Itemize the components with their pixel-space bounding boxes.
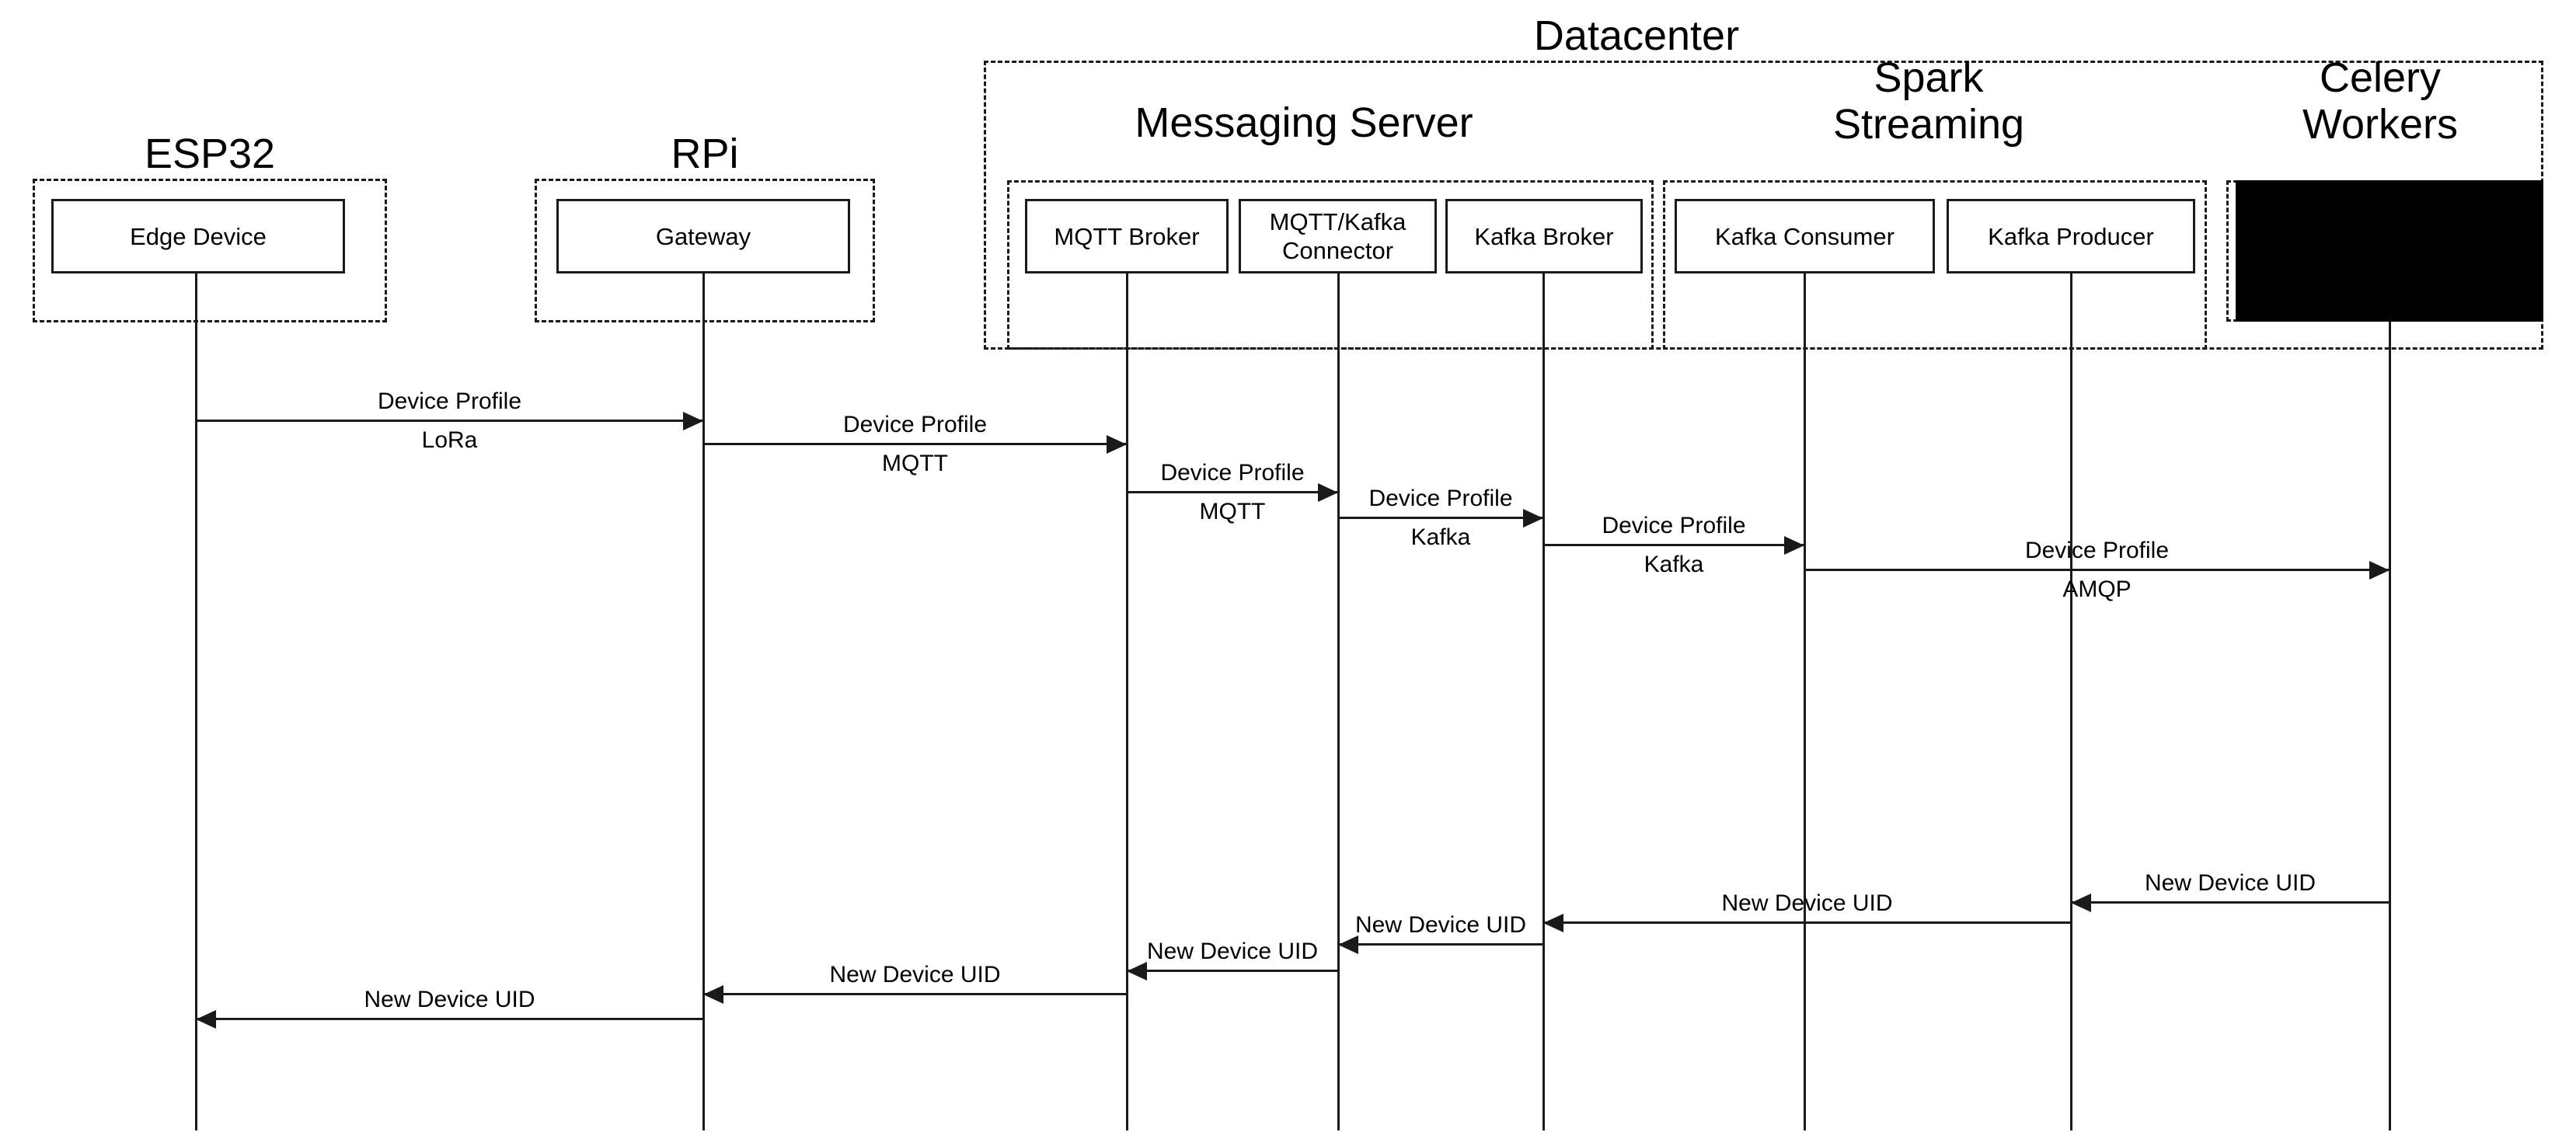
lifeline-celery-workers — [2389, 273, 2391, 1130]
lifeline-edge-device — [195, 273, 197, 1130]
participant-box-mqtt-broker[interactable]: MQTT Broker — [1025, 199, 1229, 273]
message-label-top-m6: Device Profile — [2024, 538, 2170, 563]
arrowhead-left-m12 — [196, 1010, 216, 1029]
group-frame-rpi — [535, 179, 875, 322]
lifeline-mqtt-broker — [1126, 273, 1128, 1130]
message-line-m2 — [703, 443, 1127, 445]
arrowhead-right-m6 — [2369, 561, 2390, 580]
message-line-m6 — [1804, 569, 2390, 571]
message-label-bottom-m4: Kafka — [1410, 524, 1471, 550]
group-frame-esp32 — [33, 179, 387, 322]
lifeline-kafka-consumer — [1804, 273, 1806, 1130]
message-label-top-m8: New Device UID — [1721, 890, 1893, 916]
message-line-m10 — [1127, 970, 1338, 972]
message-label-top-m10: New Device UID — [1146, 939, 1319, 964]
lifeline-kafka-broker — [1542, 273, 1545, 1130]
arrowhead-right-m4 — [1523, 509, 1543, 528]
message-label-bottom-m2: MQTT — [882, 451, 948, 476]
group-title-spark: Spark Streaming — [1832, 54, 2025, 148]
message-label-top-m4: Device Profile — [1368, 486, 1513, 511]
arrowhead-right-m2 — [1107, 435, 1127, 454]
arrowhead-left-m7 — [2071, 893, 2091, 912]
message-label-top-m12: New Device UID — [364, 987, 535, 1012]
participant-box-kafka-producer[interactable]: Kafka Producer — [1947, 199, 2195, 273]
participant-box-celery-workers[interactable] — [2236, 180, 2543, 322]
message-line-m1 — [196, 420, 703, 422]
participant-box-mqtt-kafka-connector[interactable]: MQTT/Kafka Connector — [1239, 199, 1437, 273]
message-label-top-m11: New Device UID — [829, 962, 1001, 988]
message-line-m3 — [1127, 491, 1338, 493]
arrowhead-right-m3 — [1318, 483, 1338, 502]
group-title-messaging: Messaging Server — [1135, 99, 1473, 146]
message-label-top-m2: Device Profile — [842, 412, 988, 437]
arrowhead-right-m1 — [683, 412, 703, 430]
message-label-bottom-m3: MQTT — [1199, 499, 1266, 524]
group-frame-spark — [1663, 180, 2207, 350]
arrowhead-right-m5 — [1784, 536, 1804, 555]
lifeline-mqtt-kafka-connector — [1337, 273, 1340, 1130]
group-title-datacenter: Datacenter — [1533, 12, 1740, 59]
group-frame-messaging — [1007, 180, 1654, 350]
arrowhead-left-m10 — [1127, 962, 1147, 981]
message-line-m5 — [1543, 544, 1804, 546]
message-label-top-m1: Device Profile — [377, 388, 522, 414]
message-line-m8 — [1543, 921, 2071, 924]
participant-box-gateway[interactable]: Gateway — [556, 199, 850, 273]
arrowhead-left-m9 — [1338, 935, 1358, 954]
message-label-top-m7: New Device UID — [2144, 870, 2316, 896]
message-label-top-m5: Device Profile — [1602, 513, 1746, 538]
message-label-top-m9: New Device UID — [1354, 912, 1527, 938]
message-line-m11 — [703, 993, 1127, 995]
participant-box-kafka-consumer[interactable]: Kafka Consumer — [1675, 199, 1935, 273]
lifeline-kafka-producer — [2070, 273, 2072, 1130]
message-label-bottom-m1: LoRa — [421, 427, 478, 453]
message-label-bottom-m6: AMQP — [2062, 576, 2132, 602]
participant-box-kafka-broker[interactable]: Kafka Broker — [1445, 199, 1643, 273]
arrowhead-left-m11 — [703, 985, 723, 1004]
group-title-esp32: ESP32 — [144, 131, 276, 177]
message-line-m12 — [196, 1018, 703, 1020]
arrowhead-left-m8 — [1543, 914, 1563, 932]
message-label-top-m3: Device Profile — [1160, 460, 1305, 486]
message-line-m9 — [1338, 943, 1543, 946]
group-title-rpi: RPi — [671, 131, 739, 177]
message-line-m7 — [2071, 901, 2390, 904]
lifeline-gateway — [702, 273, 705, 1130]
message-label-bottom-m5: Kafka — [1644, 552, 1704, 577]
message-line-m4 — [1338, 517, 1543, 519]
participant-box-edge-device[interactable]: Edge Device — [51, 199, 345, 273]
group-title-celery: Celery Workers — [2302, 54, 2459, 148]
